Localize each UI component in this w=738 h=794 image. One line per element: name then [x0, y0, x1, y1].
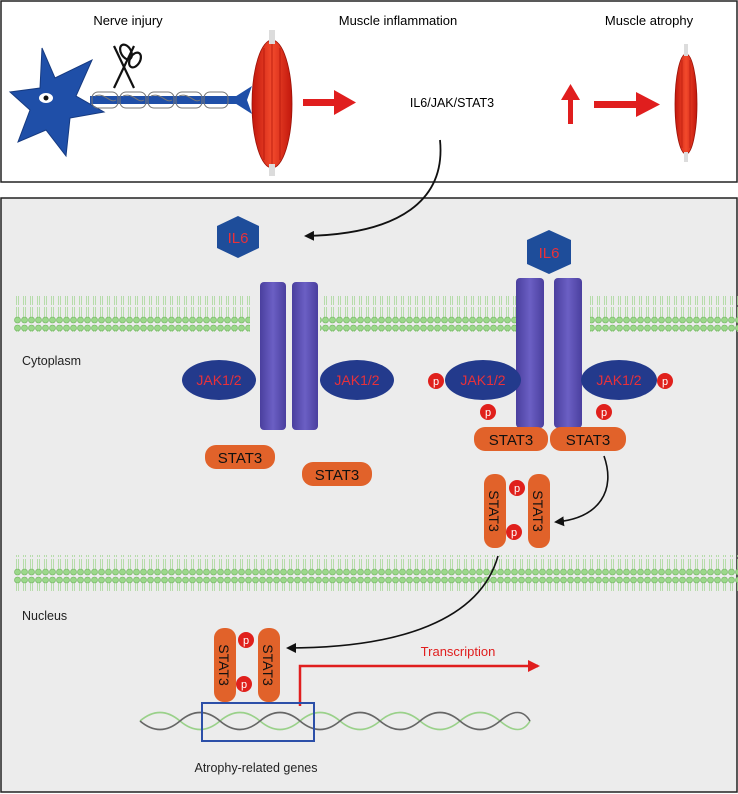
stat3-dimer: STAT3 STAT3 p p: [214, 628, 280, 702]
svg-text:IL6: IL6: [228, 230, 249, 247]
nucleus-label: Nucleus: [22, 609, 67, 623]
dna-helix: [139, 711, 531, 731]
red-arrow-right-icon: [594, 92, 660, 117]
plasma-membrane: [590, 296, 738, 332]
red-arrow-right-icon: [303, 90, 356, 115]
svg-text:IL6: IL6: [539, 245, 560, 262]
neuron-icon: [8, 47, 252, 158]
scissors-icon: [113, 43, 142, 89]
pathway-arrow: [304, 139, 442, 241]
svg-text:p: p: [433, 376, 439, 388]
svg-text:p: p: [241, 679, 247, 691]
stat3-protein: STAT3: [550, 427, 626, 451]
svg-text:STAT3: STAT3: [489, 432, 533, 449]
top-panel: [0, 0, 738, 183]
jak-protein: JAK1/2: [581, 360, 657, 400]
svg-text:p: p: [601, 407, 607, 419]
muscle-icon: [251, 30, 293, 176]
phosphate-icon: p: [657, 373, 673, 389]
svg-text:STAT3: STAT3: [315, 467, 359, 484]
svg-text:JAK1/2: JAK1/2: [460, 372, 505, 388]
red-arrow-up-icon: [561, 84, 580, 124]
muscle-inflammation-label: Muscle inflammation: [339, 13, 458, 28]
atrophied-muscle-icon: [674, 44, 698, 162]
jak-protein: JAK1/2: [445, 360, 521, 400]
il6-receptor: [516, 278, 582, 428]
atrophy-genes-label: Atrophy-related genes: [195, 761, 318, 775]
svg-text:p: p: [243, 635, 249, 647]
il6-receptor: [260, 282, 318, 430]
jak-protein: JAK1/2: [320, 360, 394, 400]
svg-text:p: p: [514, 483, 520, 495]
il6-ligand: IL6: [217, 216, 259, 258]
phosphate-icon: p: [596, 404, 612, 420]
jak-protein: JAK1/2: [182, 360, 256, 400]
transcription-label: Transcription: [421, 644, 496, 659]
pathway-label: IL6/JAK/STAT3: [410, 96, 494, 110]
stat3-protein: STAT3: [302, 462, 372, 486]
myelin-sheath-icon: [91, 91, 229, 109]
svg-text:p: p: [662, 376, 668, 388]
svg-text:JAK1/2: JAK1/2: [196, 372, 241, 388]
svg-text:STAT3: STAT3: [218, 450, 262, 467]
nuclear-membrane: [14, 555, 738, 591]
svg-text:STAT3: STAT3: [530, 490, 546, 532]
stat3-dimer: STAT3 STAT3 p p: [484, 474, 550, 548]
dimerization-arrow: [554, 455, 609, 527]
nuclear-translocation-arrow: [286, 555, 499, 653]
svg-text:STAT3: STAT3: [260, 644, 276, 686]
svg-text:p: p: [511, 527, 517, 539]
transcription-arrow: [298, 660, 540, 706]
svg-text:STAT3: STAT3: [216, 644, 232, 686]
svg-text:STAT3: STAT3: [566, 432, 610, 449]
plasma-membrane: [320, 296, 516, 332]
phosphate-icon: p: [428, 373, 444, 389]
cell-panel: [0, 197, 738, 793]
plasma-membrane: [14, 296, 250, 332]
svg-text:JAK1/2: JAK1/2: [334, 372, 379, 388]
nerve-injury-label: Nerve injury: [93, 13, 163, 28]
muscle-atrophy-label: Muscle atrophy: [605, 13, 694, 28]
atrophy-genes-box: [201, 702, 315, 742]
svg-text:p: p: [485, 407, 491, 419]
svg-text:JAK1/2: JAK1/2: [596, 372, 641, 388]
svg-text:STAT3: STAT3: [486, 490, 502, 532]
cytoplasm-label: Cytoplasm: [22, 354, 81, 368]
stat3-protein: STAT3: [205, 445, 275, 469]
il6-ligand: IL6: [527, 230, 571, 274]
phosphate-icon: p: [480, 404, 496, 420]
stat3-protein: STAT3: [474, 427, 548, 451]
